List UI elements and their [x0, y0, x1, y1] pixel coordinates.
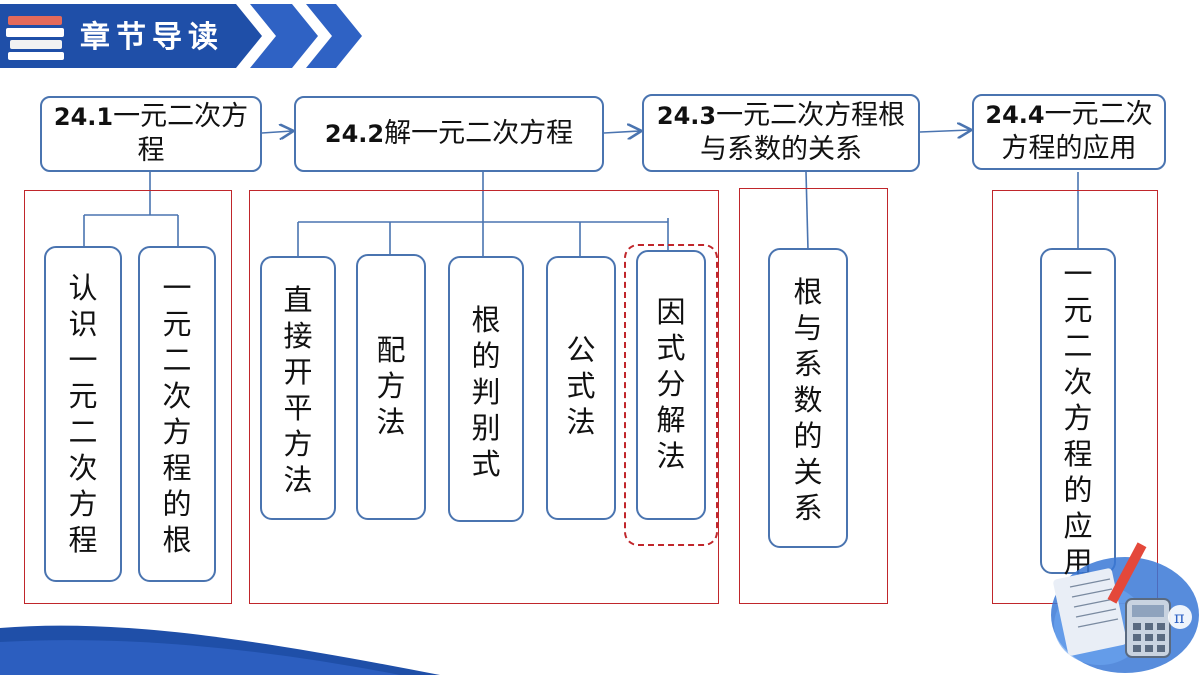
- item-root-coefficient: 根与系数的关系: [768, 248, 848, 548]
- item-label: 认识一元二次方程: [68, 271, 98, 557]
- group-frame-24-1: [24, 190, 232, 604]
- item-direct-square-root: 直接开平方法: [260, 256, 336, 520]
- item-label: 根与系数的关系: [793, 275, 823, 525]
- svg-text:π: π: [1174, 608, 1185, 627]
- section-title-24-2: 24.2解一元二次方程: [294, 96, 604, 172]
- group-frame-24-2: [249, 190, 719, 604]
- book-stack-icon: [6, 16, 64, 60]
- item-label: 配方法: [376, 333, 406, 439]
- item-recognize-equation: 认识一元二次方程: [44, 246, 122, 582]
- item-label: 一元二次方程的根: [162, 271, 192, 557]
- item-equation-root: 一元二次方程的根: [138, 246, 216, 582]
- item-label: 因式分解法: [656, 295, 686, 473]
- page-title: 章节导读: [80, 20, 224, 55]
- item-label: 公式法: [566, 333, 596, 439]
- math-illustration-icon: π: [1051, 542, 1199, 673]
- item-label: 根的判别式: [471, 303, 501, 481]
- item-discriminant: 根的判别式: [448, 256, 524, 522]
- section-title-24-4: 24.4一元二次方程的应用: [972, 94, 1166, 170]
- item-label: 直接开平方法: [283, 283, 313, 497]
- group-frame-24-3: [739, 188, 888, 604]
- item-factoring: 因式分解法: [636, 250, 706, 520]
- section-title-24-3: 24.3一元二次方程根与系数的关系: [642, 94, 920, 172]
- highlight-dashed-frame: [624, 244, 718, 546]
- section-title-24-1: 24.1一元二次方程: [40, 96, 262, 172]
- header-banner: [0, 4, 362, 68]
- item-completing-square: 配方法: [356, 254, 426, 520]
- item-quadratic-formula: 公式法: [546, 256, 616, 520]
